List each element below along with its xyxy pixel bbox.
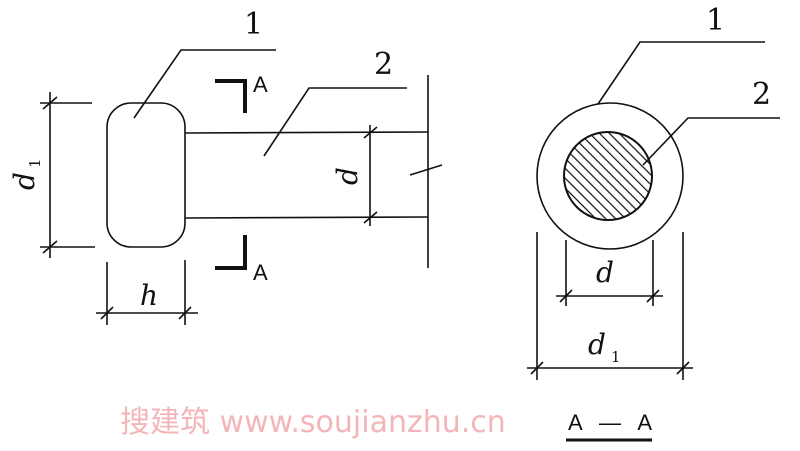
watermark: 搜建筑 www.soujianzhu.cn: [120, 405, 506, 440]
dim-d: d: [331, 125, 378, 226]
dim-h-label: h: [140, 279, 158, 312]
head-outline: [536, 102, 684, 250]
dim-d1-section-subscript: 1: [611, 348, 621, 366]
leader-1: [133, 49, 276, 119]
callout-1: 1: [244, 7, 263, 42]
dim-d1-subscript: 1: [26, 158, 44, 168]
callout-2-section: 2: [752, 77, 771, 112]
elevation-view: d 1 h d A A 1 2: [8, 7, 443, 325]
dim-d1: d 1: [8, 92, 95, 258]
dim-d-section-label: d: [596, 256, 614, 289]
leader-1-section: [597, 41, 765, 105]
callout-1-section: 1: [706, 3, 725, 38]
callout-2: 2: [374, 47, 393, 82]
svg-text:A: A: [253, 72, 268, 97]
shank-top: [184, 131, 429, 134]
section-title: A—A: [568, 410, 652, 435]
section-mark-bottom: A: [215, 235, 268, 285]
section-mark-top: A: [215, 72, 268, 113]
leader-2: [263, 87, 407, 157]
break-tick: [409, 164, 443, 176]
shank-bottom: [184, 216, 429, 219]
dim-d1-label: d: [8, 172, 41, 190]
dim-d-section: d: [556, 240, 663, 306]
leader-2-section: [642, 117, 780, 166]
section-view: 1 2 d d 1 A—A: [527, 3, 780, 442]
stud-head: [106, 102, 186, 248]
dim-h: h: [96, 260, 198, 325]
svg-text:A: A: [253, 260, 268, 285]
dim-d1-section-label: d: [588, 328, 606, 361]
dim-d1-section: d 1: [527, 232, 693, 380]
shank-hatched: [563, 131, 653, 221]
dim-d-label: d: [331, 167, 364, 185]
